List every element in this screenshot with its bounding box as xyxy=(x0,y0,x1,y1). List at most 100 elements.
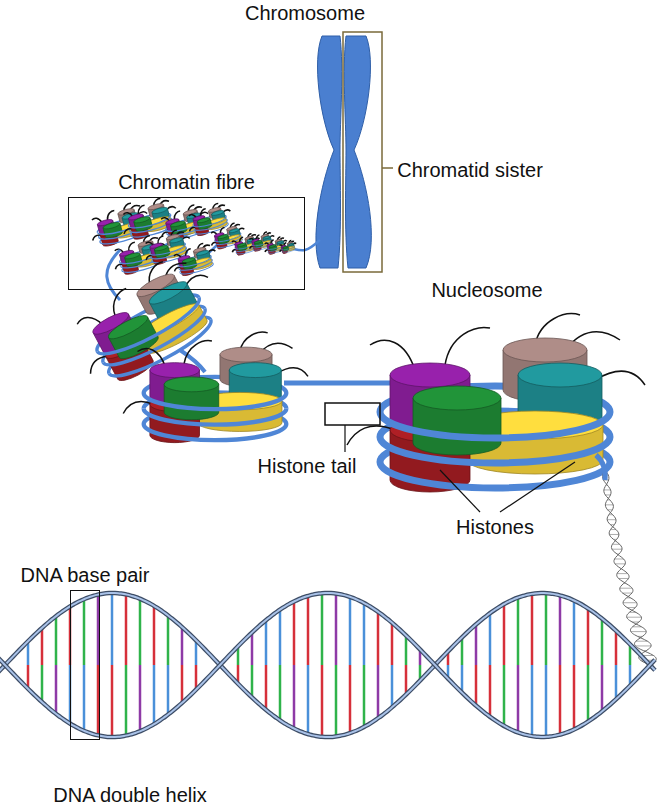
base-half xyxy=(489,665,492,717)
base-half xyxy=(293,601,296,665)
base-half xyxy=(573,665,576,730)
base-half xyxy=(181,665,184,703)
base-half xyxy=(111,665,114,737)
nucleosome xyxy=(229,232,262,257)
histone-top xyxy=(283,246,288,249)
base-half xyxy=(153,606,156,665)
base-half xyxy=(615,665,618,699)
histone-top xyxy=(169,237,183,244)
dna-wrap xyxy=(179,260,213,273)
histone-top xyxy=(413,386,501,410)
dna-wrap xyxy=(380,412,610,438)
histone-top xyxy=(197,217,211,224)
base-half xyxy=(559,665,562,735)
base-half xyxy=(125,665,128,736)
histone-tail xyxy=(184,249,192,256)
part-label: Chromatid sister xyxy=(397,159,543,182)
base-half xyxy=(139,665,142,731)
base-half xyxy=(335,594,338,665)
base-half xyxy=(251,665,254,697)
nucleosome xyxy=(184,201,234,238)
base-half xyxy=(573,600,576,665)
base-half xyxy=(545,665,548,737)
base-rung xyxy=(620,588,633,589)
base-half xyxy=(531,665,534,736)
base-half xyxy=(461,665,464,693)
histone-top xyxy=(263,236,271,240)
leader-line xyxy=(382,167,393,169)
base-half xyxy=(139,599,142,665)
base-half xyxy=(405,635,408,665)
dna-wrap xyxy=(193,216,227,229)
histone-top xyxy=(164,377,219,392)
base-half xyxy=(181,627,184,665)
part-label: Nucleosome xyxy=(431,279,542,302)
histone-top xyxy=(124,252,140,260)
histone-tail xyxy=(106,288,135,315)
histone-top xyxy=(277,240,284,244)
histone-tail xyxy=(123,402,153,414)
base-half xyxy=(489,613,492,665)
dna-wrap xyxy=(282,249,296,254)
base-rung xyxy=(617,573,628,574)
backbone-outline xyxy=(0,593,655,737)
histone-tail xyxy=(136,205,146,214)
dna-strand xyxy=(284,381,400,386)
base-half xyxy=(363,665,366,727)
base-half xyxy=(349,597,352,665)
part-label: Chromosome xyxy=(245,2,365,25)
base-half xyxy=(377,612,380,665)
base-half xyxy=(41,628,44,665)
leader-line xyxy=(344,425,345,452)
base-half xyxy=(587,608,590,665)
base-half xyxy=(279,610,282,665)
histone-top xyxy=(154,244,169,251)
nucleosome xyxy=(86,200,153,250)
histone-tail xyxy=(106,210,117,220)
nucleosome xyxy=(156,202,213,244)
base-half xyxy=(279,665,282,720)
histone-top xyxy=(150,363,200,378)
base-half xyxy=(307,596,310,665)
base-half xyxy=(363,603,366,665)
base-half xyxy=(167,665,170,715)
histone-top xyxy=(102,221,120,230)
histone-tail xyxy=(347,426,395,445)
chromatid-bracket xyxy=(343,32,382,272)
base-rung xyxy=(635,645,651,646)
dna-wrap xyxy=(194,220,228,233)
chromatid xyxy=(344,36,371,268)
base-half xyxy=(391,623,394,665)
histone-top xyxy=(518,363,602,387)
nucleosome xyxy=(118,195,181,242)
base-half xyxy=(167,615,170,665)
base-rung xyxy=(607,519,616,520)
nucleosome xyxy=(169,241,219,278)
base-half xyxy=(153,665,156,724)
base-half xyxy=(125,594,128,665)
dna-wrap xyxy=(380,437,610,463)
histone-top xyxy=(237,243,246,248)
leader-line xyxy=(500,462,575,512)
base-rung xyxy=(631,631,647,632)
chromatid xyxy=(316,36,342,268)
base-half xyxy=(517,598,520,665)
part-label: DNA double helix xyxy=(53,784,206,807)
dna-wrap xyxy=(144,393,287,409)
base-half xyxy=(601,619,604,665)
base-half xyxy=(251,633,254,665)
base-half xyxy=(321,665,324,737)
base-half xyxy=(83,665,86,731)
histone-top xyxy=(147,278,190,308)
base-rung xyxy=(627,617,642,618)
base-half xyxy=(265,620,268,665)
dna-wrap xyxy=(144,424,287,440)
histone-top xyxy=(220,347,272,362)
dna-strand xyxy=(596,455,605,480)
histone-tail xyxy=(445,327,490,365)
histone-tail xyxy=(239,237,244,242)
histone-top xyxy=(503,338,587,362)
histone-tail-box xyxy=(325,403,380,425)
